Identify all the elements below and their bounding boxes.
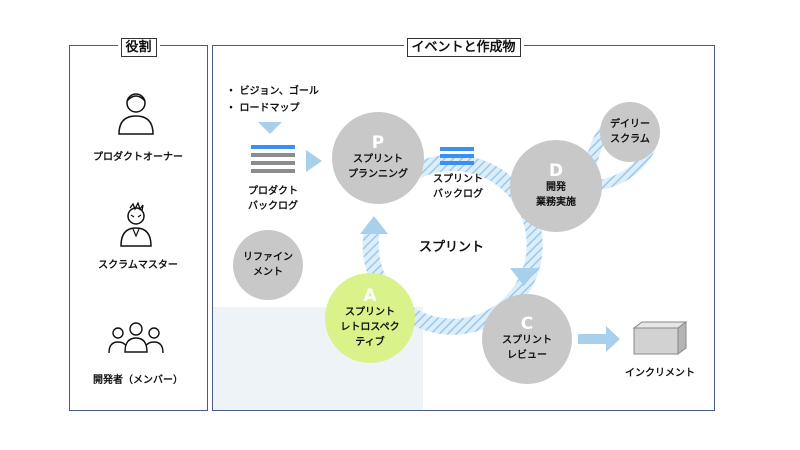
planning-label: スプリント プランニング <box>348 154 408 180</box>
role-label-product-owner: プロダクトオーナー <box>93 152 183 163</box>
retrospective-circle: A スプリント レトロスペク ティブ <box>325 273 415 363</box>
development-circle: D 開発 業務実施 <box>510 140 602 232</box>
review-circle: C スプリント レビュー <box>482 294 572 384</box>
sprint-backlog-label: スプリント バックログ <box>433 174 483 200</box>
increment-box-icon <box>632 321 688 355</box>
refinement-label: リファイン メント <box>243 252 293 278</box>
roles-panel-title: 役割 <box>117 36 160 57</box>
refinement-circle: リファイン メント <box>233 230 303 300</box>
roles-panel: 役割 <box>69 36 208 411</box>
development-letter: D <box>548 161 564 181</box>
daily-scrum-label: デイリー スクラム <box>610 119 650 145</box>
retrospective-label: スプリント レトロスペク ティブ <box>340 306 400 348</box>
review-label: スプリント レビュー <box>502 335 552 361</box>
stressed-person-icon <box>120 202 152 247</box>
sprint-backlog-stack-icon <box>440 147 474 167</box>
daily-scrum-circle: デイリー スクラム <box>600 102 660 162</box>
product-backlog-stack-icon <box>251 145 295 179</box>
person-icon <box>118 93 154 135</box>
planning-letter: P <box>371 133 385 153</box>
sprint-label: スプリント <box>419 240 485 255</box>
retrospective-letter: A <box>363 285 377 306</box>
review-letter: C <box>520 314 534 334</box>
group-icon <box>108 322 164 354</box>
role-label-scrum-master: スクラムマスター <box>98 260 178 271</box>
bullet-roadmap: ・ ロードマップ <box>226 103 300 114</box>
product-backlog-label: プロダクト バックログ <box>248 186 298 212</box>
increment-label: インクリメント <box>625 368 695 379</box>
events-panel: イベントと作成物 <box>212 36 715 411</box>
bullet-vision-goal: ・ ビジョン、ゴール <box>226 86 319 97</box>
role-label-developers: 開発者（メンバー） <box>93 375 183 386</box>
planning-circle: P スプリント プランニング <box>332 112 424 204</box>
development-label: 開発 業務実施 <box>536 182 576 208</box>
events-panel-title: イベントと作成物 <box>403 36 524 57</box>
